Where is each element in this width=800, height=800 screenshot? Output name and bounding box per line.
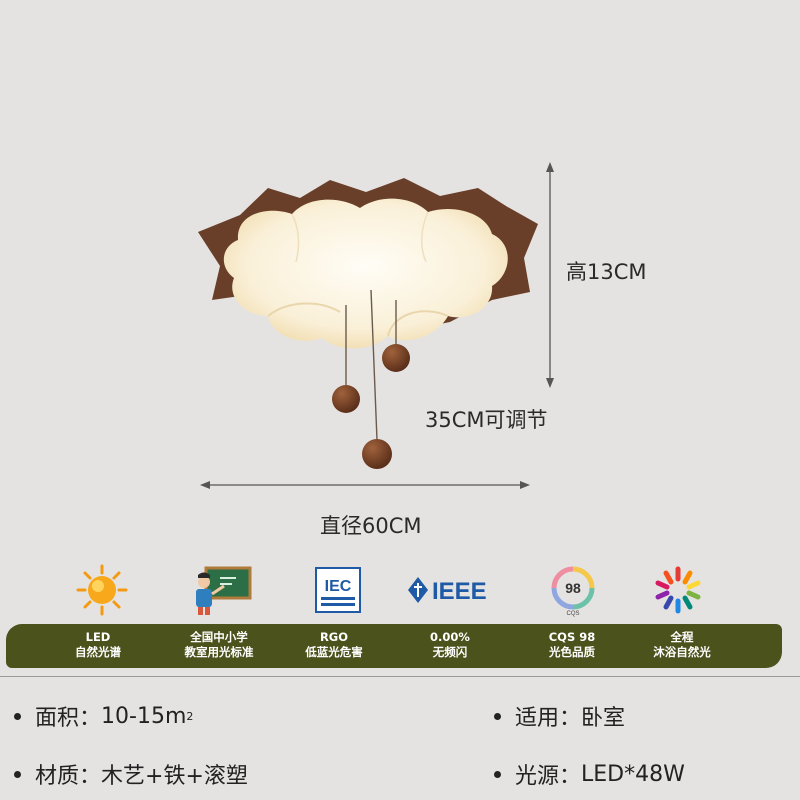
height-label: 高13CM [566,260,647,284]
divider [0,676,800,677]
feature-cqs-line1: CQS 98 [548,630,596,644]
diameter-label: 直径60CM [320,514,422,538]
feature-cqs-line2: 光色品质 [549,645,595,659]
color-wheel-icon [633,560,723,620]
spec-area-value: 10-15m [101,703,187,729]
spec-material: 材质： 木艺+铁+滚塑 [14,758,248,790]
diameter-dimension-arrow [200,481,530,489]
ieee-logo-text: IEEE [432,578,487,605]
bullet-dot [14,770,21,778]
cqs-score: 98 [565,580,581,596]
spec-area-label: 面积： [35,706,102,731]
spec-light-source-label: 光源： [515,764,582,789]
feature-led-line1: LED [85,630,111,644]
spec-material-value: 木艺+铁+滚塑 [101,764,248,789]
ieee-logo: IEEE [406,560,506,620]
spec-light-source-value: LED*48W [581,761,685,787]
spec-usage-value: 卧室 [581,706,626,731]
spec-usage: 适用： 卧室 [494,700,625,732]
teacher-blackboard-icon [178,560,268,620]
ceiling-lamp-illustration [198,162,554,489]
feature-flicker-line2: 无频闪 [432,645,468,659]
feature-rgo-line2: 低蓝光危害 [305,645,363,659]
height-dimension-arrow [546,162,554,388]
pull-bead-middle[interactable] [362,439,392,469]
feature-cqs: CQS 98 光色品质 [512,630,632,660]
feature-band: LED 自然光谱 全国中小学 教室用光标准 RGO 低蓝光危害 0.00% 无频… [6,624,782,668]
bullet-dot [494,770,501,778]
pull-bead-left[interactable] [332,385,360,413]
bullet-dot [494,712,501,720]
feature-classroom-line1: 全国中小学 [190,630,248,644]
spec-area-sup: 2 [186,709,194,723]
spec-light-source: 光源： LED*48W [494,758,685,790]
feature-flicker-line1: 0.00% [430,630,470,644]
feature-classroom: 全国中小学 教室用光标准 [159,630,279,660]
feature-natural-light-line2: 沐浴自然光 [653,645,711,659]
bullet-dot [14,712,21,720]
cqs-sub: CQS [566,611,579,617]
cqs-badge: 98 CQS [528,560,618,620]
feature-rgo-line1: RGO [319,630,349,644]
pull-bead-right[interactable] [382,344,410,372]
feature-natural-light: 全程 沐浴自然光 [622,630,742,660]
lamp-shade [223,198,508,349]
iec-logo-text: IEC [325,578,352,595]
certification-icons-row: IEC IEEE 98 CQS [0,560,800,622]
sun-icon [57,560,147,620]
pull-cord-middle [370,289,378,441]
feature-classroom-line2: 教室用光标准 [184,645,254,659]
feature-rgo: RGO 低蓝光危害 [274,630,394,660]
spec-material-label: 材质： [35,764,102,789]
feature-natural-light-line1: 全程 [670,630,694,644]
spec-usage-label: 适用： [515,706,582,731]
iec-logo: IEC [293,560,383,620]
adjustable-length-label: 35CM可调节 [425,408,548,432]
feature-flicker: 0.00% 无频闪 [390,630,510,660]
feature-led: LED 自然光谱 [38,630,158,660]
feature-led-line2: 自然光谱 [75,645,121,659]
